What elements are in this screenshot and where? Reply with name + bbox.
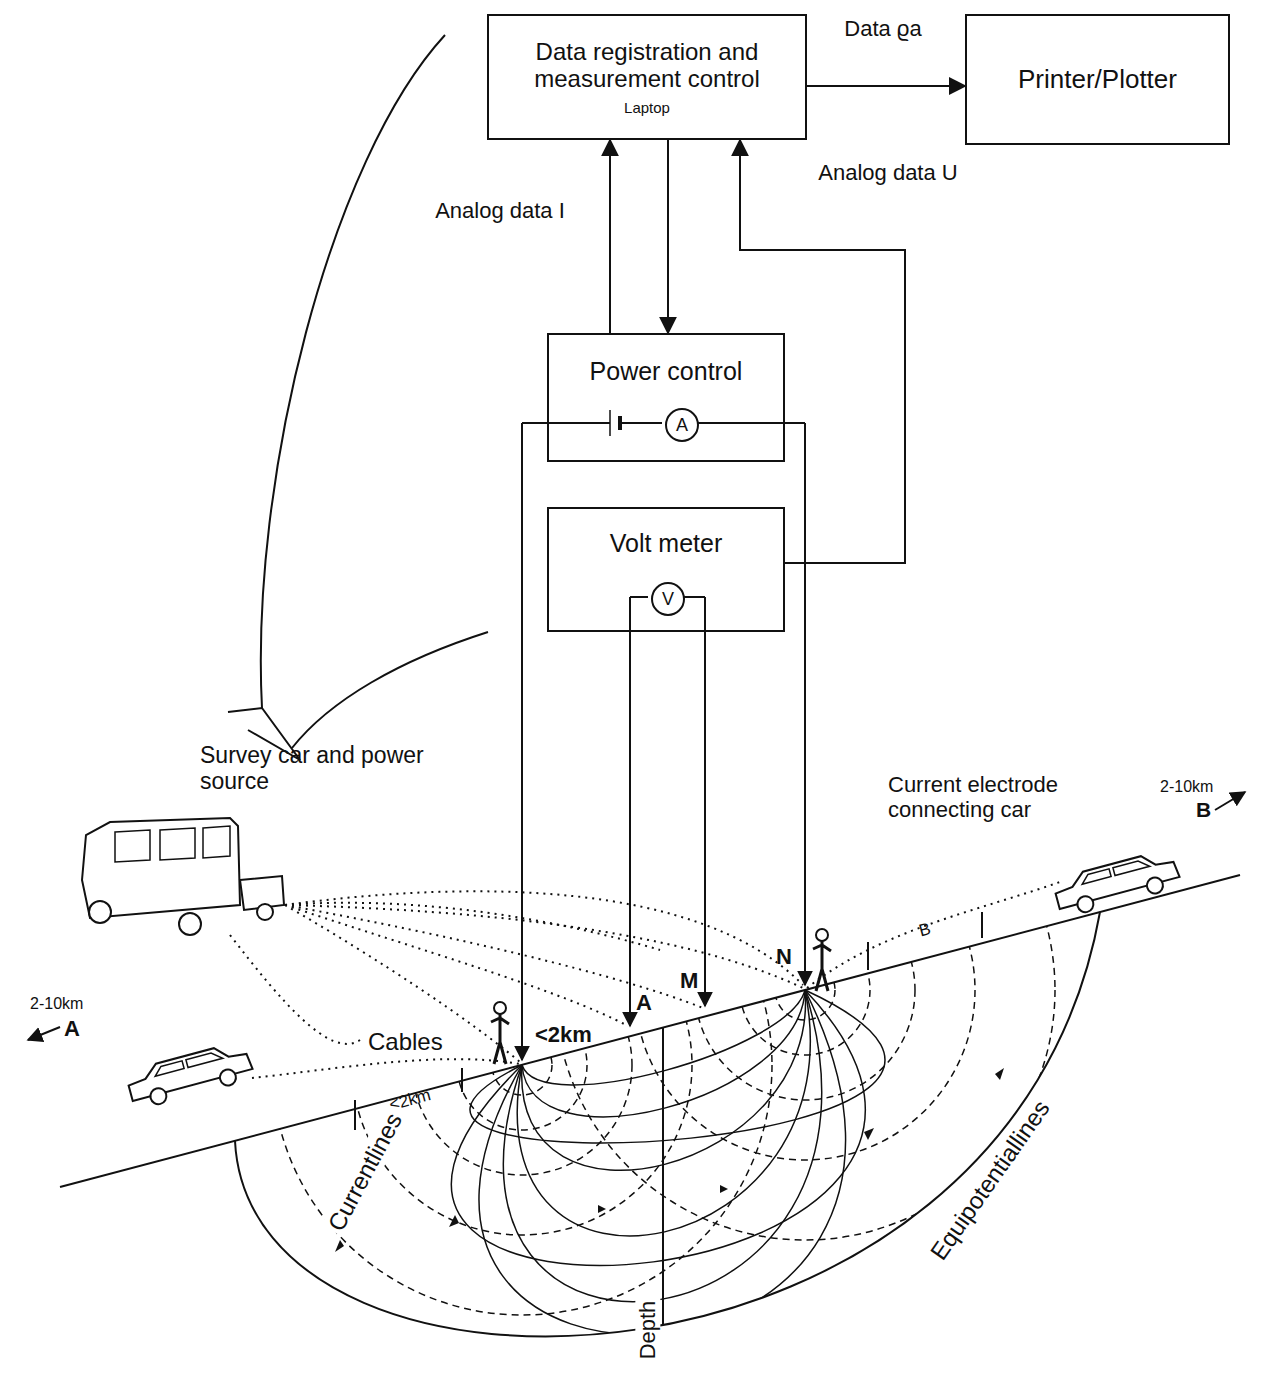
vehicle-label: Survey car and power source [200, 742, 440, 795]
signal-connector [740, 140, 905, 563]
power-box: Power controlA [547, 333, 785, 462]
control-box: Data registration and measurement contro… [487, 14, 807, 140]
box-title: Power control [590, 357, 743, 386]
survey-van [82, 818, 284, 935]
electrode-car [125, 1040, 255, 1111]
operator [491, 1002, 509, 1064]
box-title: V [662, 589, 674, 610]
distance-marks [28, 792, 1245, 1130]
box-title: Printer/Plotter [1018, 65, 1177, 95]
connector-label: Analog data I [392, 198, 608, 223]
distance-label: B [917, 919, 933, 941]
field-label: Currentlines [321, 1106, 409, 1238]
wires [522, 410, 805, 1060]
signal-connector [667, 140, 669, 333]
electrode-label: A [64, 1016, 80, 1041]
electrode-car [1052, 848, 1182, 919]
voltmeter-box: Volt meterV [547, 507, 785, 632]
ammeter-symbol: A [664, 407, 700, 443]
axis-label: Depth [635, 1298, 660, 1363]
electrode-label: M [680, 968, 698, 993]
cable-label: Cables [368, 1028, 443, 1056]
cables [230, 882, 1060, 1078]
current-arrows [335, 1068, 1004, 1252]
signal-connector [807, 85, 965, 87]
pointer-arrow [228, 35, 488, 760]
voltmeter-symbol: V [650, 581, 686, 617]
box-title: Volt meter [610, 529, 723, 558]
field-label: Equipotentiallines [923, 1093, 1057, 1268]
distance-label: 2-10km [1160, 778, 1213, 796]
vehicle-label: Current electrode connecting car [888, 772, 1158, 823]
field-boundary [235, 912, 1100, 1336]
connector-label: Analog data U [790, 160, 986, 185]
box-title: A [676, 415, 688, 436]
electrode-label: A [636, 990, 652, 1015]
meter-outline [666, 409, 698, 441]
box-title: Data registration and measurement contro… [497, 38, 797, 93]
signal-connector [609, 140, 611, 333]
electrode-label: B [1196, 798, 1211, 822]
distance-label: 2-10km [30, 995, 83, 1013]
meter-outline [652, 583, 684, 615]
box-subtitle: Laptop [624, 99, 670, 116]
connector-label: Data ϱa [835, 16, 931, 41]
electrode-label: N [776, 944, 792, 969]
output-box: Printer/Plotter [965, 14, 1230, 145]
field-lines [272, 740, 1055, 1390]
electrode-label: <2km [535, 1022, 592, 1047]
operator [813, 929, 831, 991]
